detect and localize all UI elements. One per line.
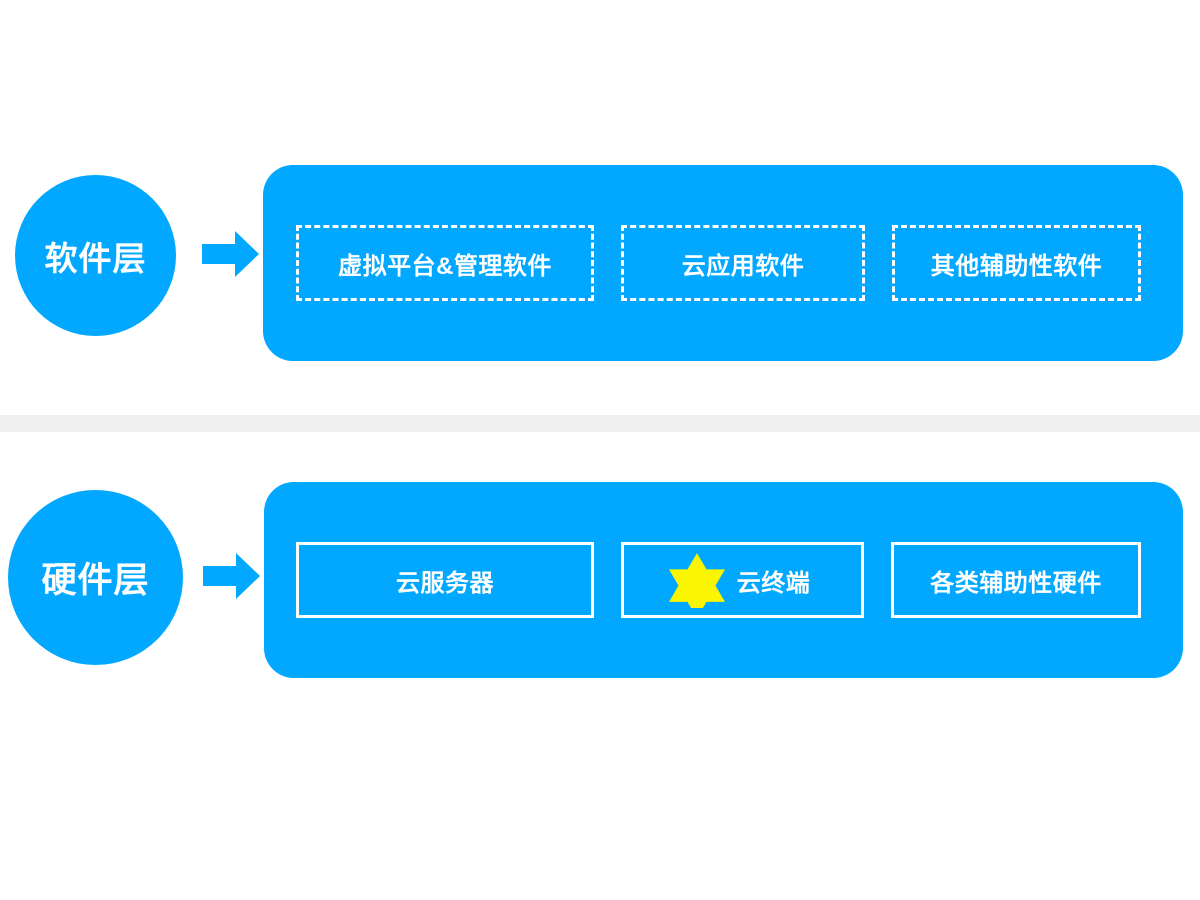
hardware-item-other-hardware[interactable]: 各类辅助性硬件 — [891, 542, 1141, 618]
layer-circle-software-label: 软件层 — [44, 239, 147, 277]
hardware-item-cloud-server[interactable]: 云服务器 — [296, 542, 594, 618]
layer-circle-hardware-label: 硬件层 — [41, 561, 150, 600]
hardware-item-cloud-server-label: 云服务器 — [396, 569, 494, 597]
hardware-item-cloud-terminal[interactable]: 云终端 — [621, 542, 864, 618]
software-items-row: 虚拟平台&管理软件 云应用软件 其他辅助性软件 — [296, 225, 1141, 301]
software-item-cloud-app[interactable]: 云应用软件 — [621, 225, 865, 301]
hardware-item-other-hardware-label: 各类辅助性硬件 — [930, 569, 1102, 597]
software-item-virtual-platform-label: 虚拟平台&管理软件 — [338, 252, 552, 280]
layer-circle-software[interactable]: 软件层 — [15, 175, 176, 336]
layer-circle-hardware[interactable]: 硬件层 — [8, 490, 183, 665]
hardware-item-cloud-terminal-label: 云终端 — [736, 569, 811, 597]
software-layer-panel: 虚拟平台&管理软件 云应用软件 其他辅助性软件 — [263, 165, 1183, 361]
hardware-items-row: 云服务器 云终端 各类辅助性硬件 — [296, 542, 1141, 618]
software-item-virtual-platform[interactable]: 虚拟平台&管理软件 — [296, 225, 594, 301]
hardware-item-cloud-terminal-inner: 云终端 — [668, 552, 811, 608]
software-item-other-support-label: 其他辅助性软件 — [930, 252, 1103, 280]
section-divider — [0, 415, 1200, 432]
software-item-other-support[interactable]: 其他辅助性软件 — [892, 225, 1141, 301]
arrow-right-icon-hardware — [203, 553, 260, 599]
six-pointed-star-icon — [668, 553, 725, 608]
software-item-cloud-app-label: 云应用软件 — [681, 252, 805, 280]
hardware-layer-panel: 云服务器 云终端 各类辅助性硬件 — [264, 482, 1183, 678]
arrow-right-icon-software — [202, 231, 259, 277]
